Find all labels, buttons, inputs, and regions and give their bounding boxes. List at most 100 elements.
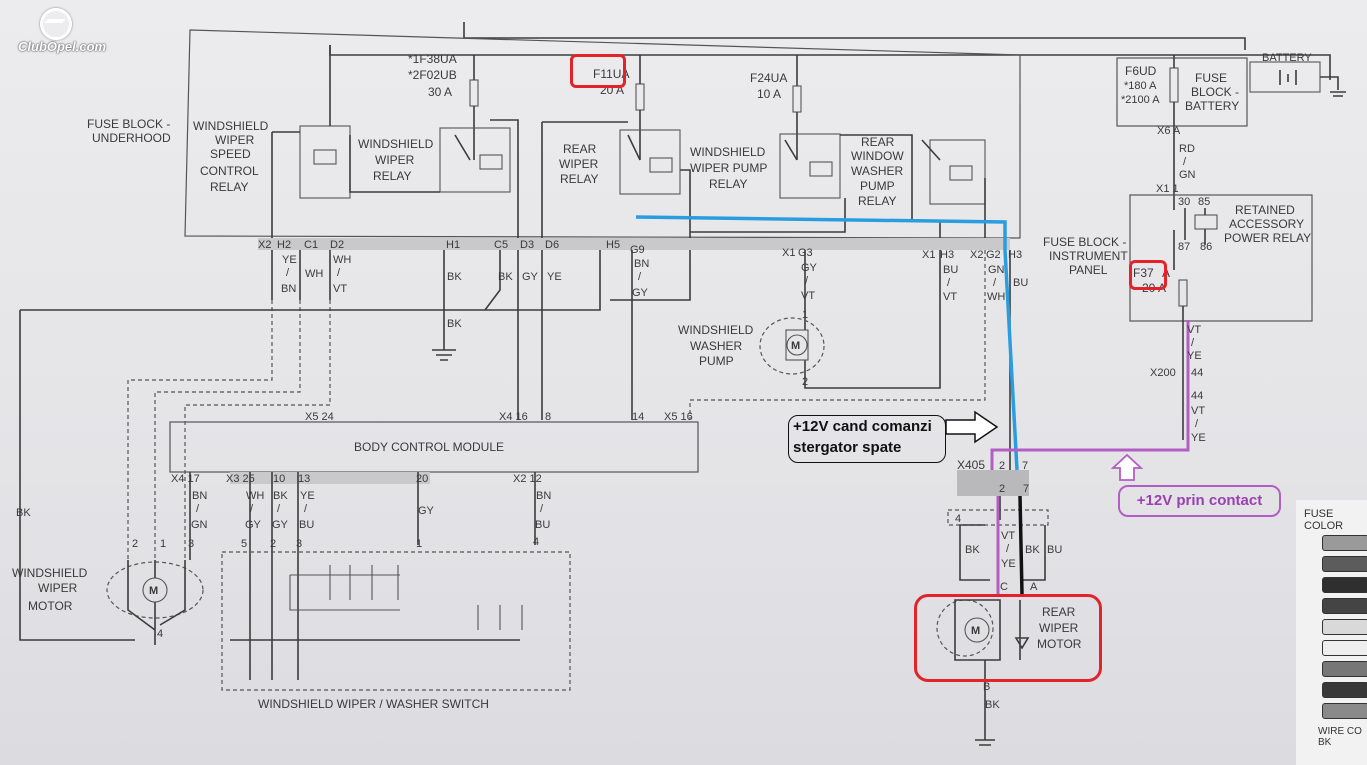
retained-pin85: 85 (1198, 196, 1210, 208)
cs-h1: H1 (446, 239, 460, 251)
bcm-top-8: 8 (545, 411, 551, 423)
legend-chip (1322, 556, 1367, 572)
rear-wire-bk: BK (965, 544, 980, 556)
bcm-bot-x4-17: X4 17 (171, 473, 200, 485)
wire-g2-b: / (993, 277, 997, 289)
wire-left-bk: BK (16, 507, 31, 519)
relay-coil-3 (649, 157, 673, 173)
cs-d3: D3 (520, 239, 534, 251)
x405-tag-row (947, 509, 1049, 526)
legend-chip (1322, 535, 1367, 551)
bcm-top-14: 14 (632, 411, 644, 423)
rear-wire-bk2: BK (1025, 544, 1040, 556)
highlight-fuse-f11 (570, 54, 626, 88)
rear-wiper-motor-circuit (954, 599, 1030, 746)
opel-bolt-icon (44, 19, 66, 23)
dashed-wiper-feeds (127, 300, 331, 560)
retained-l2: ACCESSORY (1229, 217, 1304, 231)
x405-tag: 4 (955, 513, 961, 525)
wire-h2-b: / (286, 267, 290, 279)
x405-bot-7: 7 (1023, 483, 1029, 495)
legend-chip (1322, 640, 1367, 656)
wire-g9-a: BN (634, 258, 649, 270)
relay5-l3: WASHER (851, 164, 904, 178)
cs-h5: H5 (606, 239, 620, 251)
washer-pump-body (785, 329, 809, 361)
bcm-w-13-b: / (304, 503, 308, 515)
bcm-bottom-strip (230, 472, 430, 484)
pump-wires (804, 250, 941, 389)
rear-motor-pin-b: B (983, 681, 990, 693)
relay-rear-wiper (619, 129, 681, 195)
x405-bot-2: 2 (999, 483, 1005, 495)
cs-g3: G3 (798, 247, 813, 259)
bcm-feed-wires (484, 250, 691, 420)
x405-top-7: 7 (1022, 460, 1028, 472)
ws-motor-pin3: 3 (188, 538, 194, 550)
retained-pin86: 86 (1200, 241, 1212, 253)
ip-label-l1: FUSE BLOCK - (1043, 235, 1126, 249)
relay4-l2: WIPER PUMP (690, 161, 767, 175)
relay-4-wires (690, 134, 913, 233)
connector-strip (258, 238, 1010, 250)
rear-wire-ground: BK (985, 699, 1000, 711)
bcm-w-x325-b: / (250, 503, 254, 515)
ws-motor-l3: MOTOR (28, 599, 73, 613)
wiper-switch-internal (230, 560, 520, 680)
rear-wire-vt: VT (1001, 530, 1015, 542)
relay5-l4: PUMP (860, 179, 895, 193)
x405-pin-leads (999, 496, 1021, 520)
clubopel-logo: ClubOpel.com (6, 6, 126, 54)
relay-coil-1 (313, 149, 337, 165)
bcm-top-x5-16: X5 16 (664, 411, 693, 423)
wire-g9-c: GY (632, 287, 649, 299)
body-control-module (169, 421, 699, 473)
relay-coil-4 (809, 161, 833, 177)
relay5-l2: WINDOW (851, 149, 904, 163)
relay2-l3: RELAY (373, 169, 411, 183)
relay3-l2: WIPER (559, 157, 599, 171)
bk-ground-loop (19, 250, 601, 641)
washer-pump-housing (759, 317, 825, 375)
rear-motor-l1: REAR (1042, 605, 1076, 619)
wire-h1-ground: BK (447, 318, 462, 330)
battery-feed-wire (463, 22, 1246, 50)
rear-connector-loop (959, 524, 1046, 581)
underhood-fuse-block-outline (184, 29, 1021, 239)
ip-wire1-b: / (1191, 337, 1195, 349)
fb-underhood-l1: FUSE BLOCK - (87, 117, 170, 131)
bcm-w-10-b: / (277, 503, 281, 515)
wire-c1: WH (305, 268, 323, 280)
command-note: +12V cand comanzi stergator spate (788, 415, 946, 463)
relay2-l2: WIPER (375, 153, 415, 167)
relay3-l1: REAR (563, 142, 597, 156)
rear-wire-bu: BU (1047, 544, 1062, 556)
wire-h3b: BU (1013, 277, 1028, 289)
ws-motor-pin4: 4 (157, 628, 163, 640)
fuse-f6ud-r1: *180 A (1124, 80, 1157, 92)
fuse-f6ud-name: F6UD (1125, 64, 1157, 78)
fuse-f11 (635, 83, 645, 111)
contact-note: +12V prin contact (1118, 485, 1281, 517)
ground-h1 (432, 250, 456, 361)
relay1-l5: RELAY (210, 180, 248, 194)
command-arrow (945, 410, 999, 444)
relay-5-wires (921, 139, 986, 245)
wire-g2-c: WH (987, 291, 1005, 303)
cs-x1b: X1 (922, 249, 935, 261)
purple-contact-trace (990, 320, 1190, 594)
bcm-top-x4-16: X4 16 (499, 411, 528, 423)
h2-c1-d2-wires (271, 250, 331, 300)
wire-g3-b: / (805, 275, 809, 287)
ip-wire2-a: VT (1191, 405, 1205, 417)
relay-3-wires (541, 121, 691, 245)
relay1-l3: SPEED (210, 147, 251, 161)
x405-connector (957, 470, 1029, 496)
retained-relay-coil (1194, 214, 1218, 230)
ip-wire1-a: VT (1187, 324, 1201, 336)
highlight-rear-wiper-motor (914, 594, 1102, 682)
fuse-f24 (792, 85, 802, 113)
rear-motor-pin-a: A (1030, 581, 1038, 593)
opel-blitz-icon (40, 8, 72, 40)
